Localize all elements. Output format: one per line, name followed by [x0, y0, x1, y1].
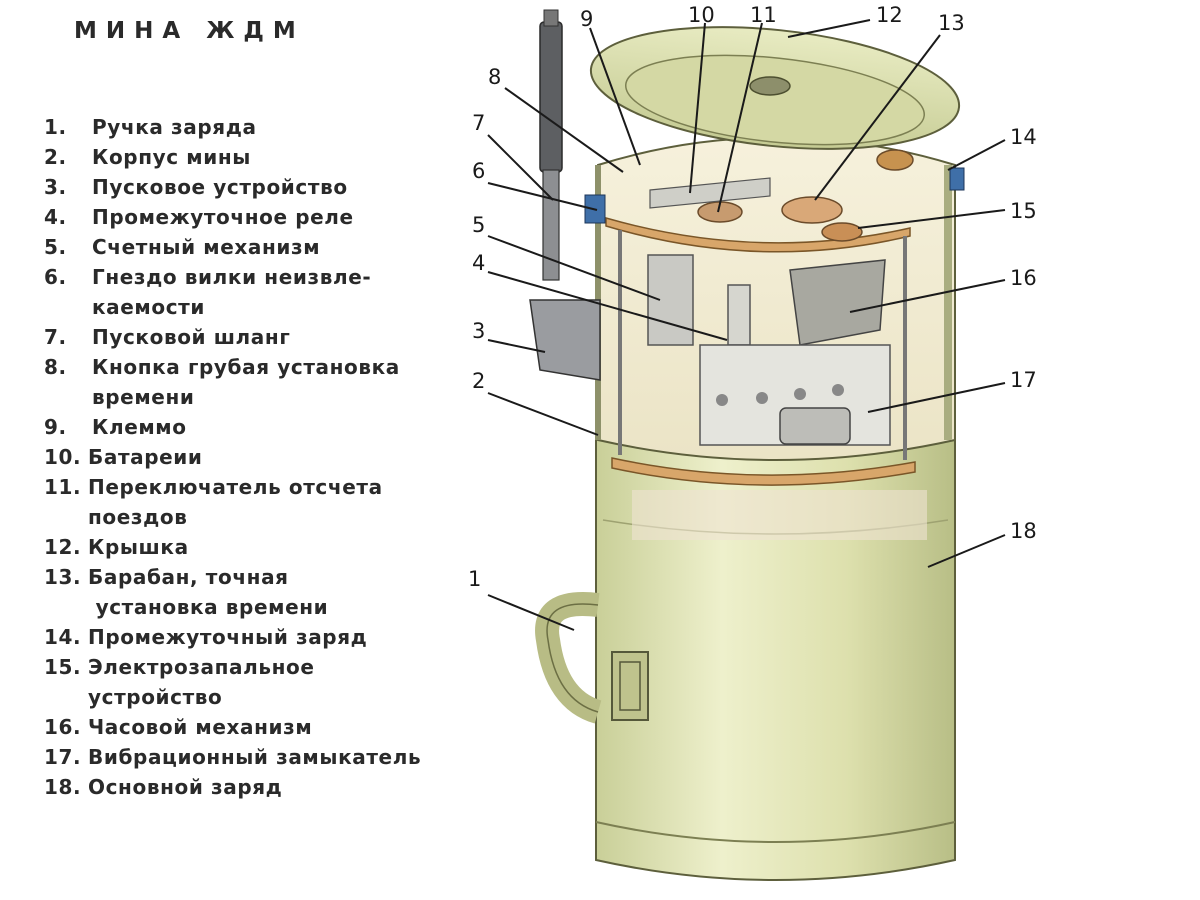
- legend-number: 14.: [44, 625, 82, 649]
- legend-number: 5.: [44, 235, 67, 259]
- legend-label: Основной заряд: [88, 775, 283, 799]
- mine-interior: [595, 136, 956, 486]
- legend-number: 2.: [44, 145, 67, 169]
- callout-14: 14: [1010, 125, 1037, 149]
- legend-label: Переключатель отсчета: [88, 475, 383, 499]
- legend-label: Корпус мины: [92, 145, 251, 169]
- legend-label: Счетный механизм: [92, 235, 321, 259]
- legend-number: 4.: [44, 205, 67, 229]
- leader-lines: [487, 19, 1006, 631]
- legend-number: 17.: [44, 745, 82, 769]
- legend-number: 6.: [44, 265, 67, 289]
- callout-13: 13: [938, 11, 965, 35]
- callout-11: 11: [750, 3, 777, 27]
- diagram-title: МИНА ЖДМ: [74, 18, 305, 44]
- callout-labels: 1 2 3 4 5 6 7 8 9 10 11 12 13 14 15 16 1…: [468, 3, 1037, 591]
- callout-16: 16: [1010, 266, 1037, 290]
- legend-number: 8.: [44, 355, 67, 379]
- legend-label: Вибрационный замыкатель: [88, 745, 422, 769]
- legend-number: 16.: [44, 715, 82, 739]
- legend-label: Промежуточное реле: [92, 205, 354, 229]
- callout-8: 8: [488, 65, 501, 89]
- legend-number: 9.: [44, 415, 67, 439]
- callout-6: 6: [472, 159, 485, 183]
- legend-label: Пусковое устройство: [92, 175, 348, 199]
- callout-17: 17: [1010, 368, 1037, 392]
- legend-number: 12.: [44, 535, 82, 559]
- callout-12: 12: [876, 3, 903, 27]
- legend-label-continued: поездов: [88, 505, 188, 529]
- legend-number: 18.: [44, 775, 82, 799]
- legend-label: Гнездо вилки неизвле-: [92, 265, 372, 289]
- callout-1: 1: [468, 567, 481, 591]
- mine-body: [595, 429, 956, 881]
- callout-7: 7: [472, 111, 485, 135]
- legend-label: Кнопка грубая установка: [92, 355, 400, 379]
- legend-number: 13.: [44, 565, 82, 589]
- legend-label: Часовой механизм: [88, 715, 313, 739]
- legend-label-continued: устройство: [88, 685, 223, 709]
- mine-lid: [589, 26, 961, 150]
- callout-4: 4: [472, 251, 485, 275]
- legend-label-continued: установка времени: [88, 595, 329, 619]
- callout-3: 3: [472, 319, 485, 343]
- legend-label: Электрозапальное: [88, 655, 315, 679]
- callout-10: 10: [688, 3, 715, 27]
- legend-label: Промежуточный заряд: [88, 625, 368, 649]
- callout-2: 2: [472, 369, 485, 393]
- legend-number: 3.: [44, 175, 67, 199]
- legend-number: 7.: [44, 325, 67, 349]
- charge-handle: [535, 592, 649, 724]
- legend-label: Клеммо: [92, 415, 187, 439]
- legend-label-continued: времени: [92, 385, 195, 409]
- legend-number: 15.: [44, 655, 82, 679]
- legend-label: Пусковой шланг: [92, 325, 291, 349]
- legend-number: 10.: [44, 445, 82, 469]
- legend-label: Батареии: [88, 445, 203, 469]
- legend-label: Крышка: [88, 535, 189, 559]
- legend-label: Ручка заряда: [92, 115, 257, 139]
- legend-label-continued: каемости: [92, 295, 205, 319]
- trigger-assembly: [529, 9, 965, 381]
- callout-5: 5: [472, 213, 485, 237]
- legend-number: 1.: [44, 115, 67, 139]
- callout-9: 9: [580, 7, 593, 31]
- legend-label: Барабан, точная: [88, 565, 289, 589]
- callout-15: 15: [1010, 199, 1037, 223]
- legend-number: 11.: [44, 475, 82, 499]
- callout-18: 18: [1010, 519, 1037, 543]
